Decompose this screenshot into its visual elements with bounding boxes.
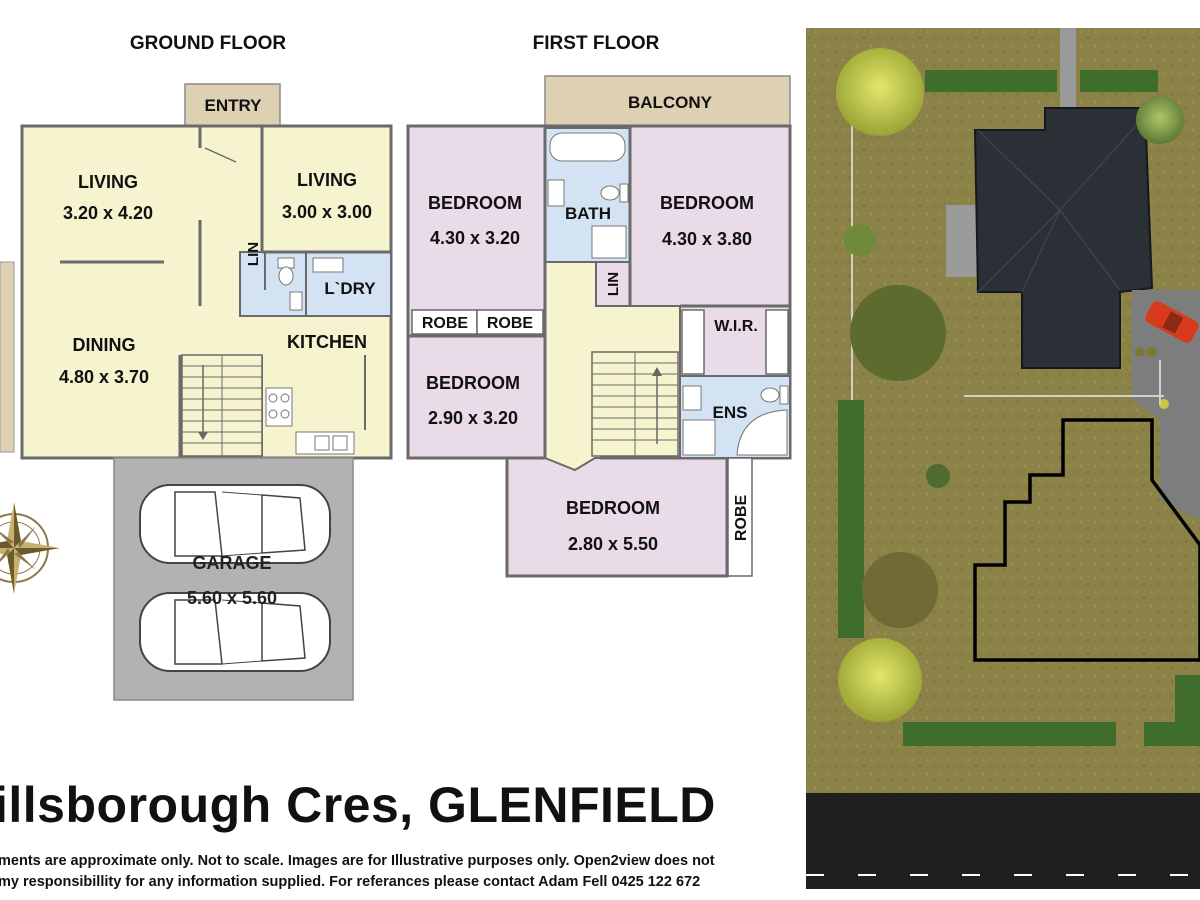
tree-icon — [1136, 96, 1184, 144]
bedroom3-dimensions: 2.90 x 3.20 — [428, 408, 518, 428]
balcony-area — [544, 75, 791, 129]
car-icon — [1145, 301, 1199, 343]
garage-dimensions: 5.60 x 5.60 — [187, 588, 277, 608]
bedroom4-dimensions: 2.80 x 5.50 — [568, 534, 658, 554]
garage-name: GARAGE — [192, 553, 271, 573]
robe-1-label: ROBE — [422, 315, 469, 332]
wir-label: W.I.R. — [714, 318, 758, 335]
bedroom1-name: BEDROOM — [428, 193, 522, 213]
compass-rose-icon — [0, 502, 60, 594]
bath-label: BATH — [565, 204, 611, 223]
laundry-label: L`DRY — [324, 279, 376, 298]
kitchen-sink-icon — [295, 431, 355, 455]
tree-icon — [838, 638, 922, 722]
bedroom2-dimensions: 4.30 x 3.80 — [662, 229, 752, 249]
living2-dimensions: 3.00 x 3.00 — [282, 202, 372, 222]
balcony-label: BALCONY — [628, 93, 713, 112]
cooktop-icon — [265, 387, 293, 427]
first-floor-title: FIRST FLOOR — [533, 33, 660, 54]
disclaimer-line-1: ments are approximate only. Not to scale… — [0, 853, 715, 869]
kitchen-label: KITCHEN — [287, 332, 367, 352]
living1-name: LIVING — [78, 172, 138, 192]
car-icon — [139, 484, 331, 564]
garage — [113, 457, 354, 701]
first-floor-stairs — [591, 351, 679, 457]
bedroom4-name: BEDROOM — [566, 498, 660, 518]
left-outdoor-area — [0, 261, 15, 453]
ground-basin-icon — [289, 291, 303, 311]
dining-dimensions: 4.80 x 3.70 — [59, 367, 149, 387]
robe-2-label: ROBE — [487, 315, 534, 332]
corner-bath-icon — [736, 409, 788, 456]
ground-linen-label: LIN — [245, 242, 262, 266]
living1-dimensions: 3.20 x 4.20 — [63, 203, 153, 223]
bedroom2-name: BEDROOM — [660, 193, 754, 213]
car-icon — [139, 592, 331, 672]
house-roof — [973, 107, 1154, 369]
ensuite-label: ENS — [713, 403, 748, 422]
entry-label: ENTRY — [205, 96, 263, 115]
dining-name: DINING — [73, 335, 136, 355]
bedroom1-dimensions: 4.30 x 3.20 — [430, 228, 520, 248]
tree-icon — [836, 48, 924, 136]
property-address: illsborough Cres, GLENFIELD — [0, 777, 716, 833]
laundry-tub-icon — [312, 257, 344, 273]
robe-3-label: ROBE — [733, 495, 750, 542]
first-linen-cupboard — [595, 261, 631, 307]
tree-icon — [850, 285, 946, 381]
ensuite-toilet-icon — [760, 387, 780, 403]
robe-3 — [727, 457, 753, 577]
living2-name: LIVING — [297, 170, 357, 190]
proposed-footprint-outline — [973, 418, 1200, 662]
tree-icon — [844, 224, 876, 256]
first-linen-label: LIN — [605, 272, 622, 296]
ground-floor-title: GROUND FLOOR — [130, 33, 286, 54]
robe-2 — [476, 309, 544, 335]
bedroom3-name: BEDROOM — [426, 373, 520, 393]
disclaimer-line-2: my responsibillity for any information s… — [0, 874, 701, 890]
bathtub-icon — [549, 132, 626, 162]
ground-stairs — [181, 354, 263, 457]
ensuite-basin-icon — [682, 385, 702, 411]
site-plan — [806, 28, 1200, 889]
bath-basin-icon — [547, 179, 565, 207]
entry-area — [184, 83, 281, 127]
road — [806, 793, 1200, 889]
bath-toilet-icon — [600, 185, 620, 201]
shower-icon — [591, 225, 627, 259]
tree-icon — [862, 552, 938, 628]
